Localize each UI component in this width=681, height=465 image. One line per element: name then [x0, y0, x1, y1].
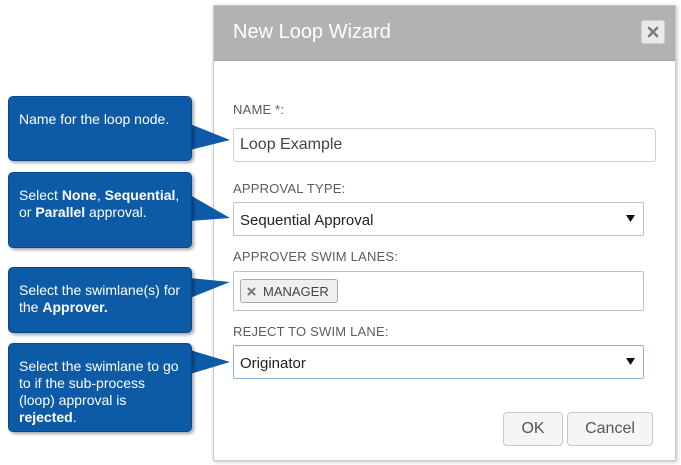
- callout-approval-type: Select None, Sequential, or Parallel app…: [8, 172, 192, 248]
- reject-swim-lane-label: REJECT TO SWIM LANE:: [233, 324, 389, 339]
- dialog-title: New Loop Wizard: [233, 21, 391, 43]
- approver-swim-lanes-label: APPROVER SWIM LANES:: [233, 249, 399, 264]
- ok-button[interactable]: OK: [503, 412, 563, 446]
- approval-type-label: APPROVAL TYPE:: [233, 181, 346, 196]
- name-label: NAME *:: [233, 102, 285, 117]
- approval-type-select[interactable]: Sequential Approval: [233, 202, 644, 236]
- callout-pointer: [190, 278, 230, 298]
- close-icon: [647, 26, 659, 38]
- callout-approver: Select the swimlane(s) for the Approver.: [8, 267, 192, 333]
- callout-reject: Select the swimlane to go to if the sub-…: [8, 343, 192, 432]
- chip-label: MANAGER: [263, 283, 329, 299]
- callout-text: .: [72, 409, 77, 425]
- cancel-button[interactable]: Cancel: [567, 412, 653, 446]
- callout-bold-text: Approver.: [42, 299, 108, 315]
- dropdown-arrow-icon: [626, 215, 635, 222]
- callout-text: Select the swimlane(s) for the: [19, 282, 181, 315]
- callout-bold-text: None: [61, 187, 97, 203]
- callout-pointer: [190, 350, 230, 374]
- callout-text: Select: [19, 187, 62, 203]
- close-button[interactable]: [641, 20, 665, 44]
- callout-bold-text: Sequential: [104, 187, 176, 203]
- chip-remove-button[interactable]: [247, 287, 256, 296]
- new-loop-wizard-dialog: New Loop Wizard NAME *: APPROVAL TYPE: S…: [213, 5, 676, 461]
- callout-text: Name for the loop node.: [19, 111, 170, 127]
- approval-type-value: Sequential Approval: [240, 212, 374, 229]
- remove-icon: [247, 287, 256, 295]
- dialog-titlebar: New Loop Wizard: [214, 6, 675, 61]
- swim-lane-chip: MANAGER: [240, 279, 338, 303]
- callout-pointer: [190, 124, 230, 150]
- callout-name: Name for the loop node.: [8, 96, 192, 161]
- name-input[interactable]: [233, 128, 656, 162]
- callout-bold-text: Parallel: [35, 204, 86, 220]
- dropdown-arrow-icon: [626, 358, 635, 365]
- callout-pointer: [190, 195, 230, 221]
- callout-text: , or: [19, 187, 180, 220]
- callout-text: Select the swimlane to go to if the sub-…: [19, 358, 179, 408]
- reject-swim-lane-value: Originator: [240, 355, 306, 372]
- approver-swim-lanes-input[interactable]: MANAGER: [233, 271, 644, 311]
- callout-bold-text: rejected: [19, 409, 73, 425]
- reject-swim-lane-select[interactable]: Originator: [233, 345, 644, 379]
- callout-text: ,: [96, 187, 105, 203]
- callout-text: approval.: [85, 204, 147, 220]
